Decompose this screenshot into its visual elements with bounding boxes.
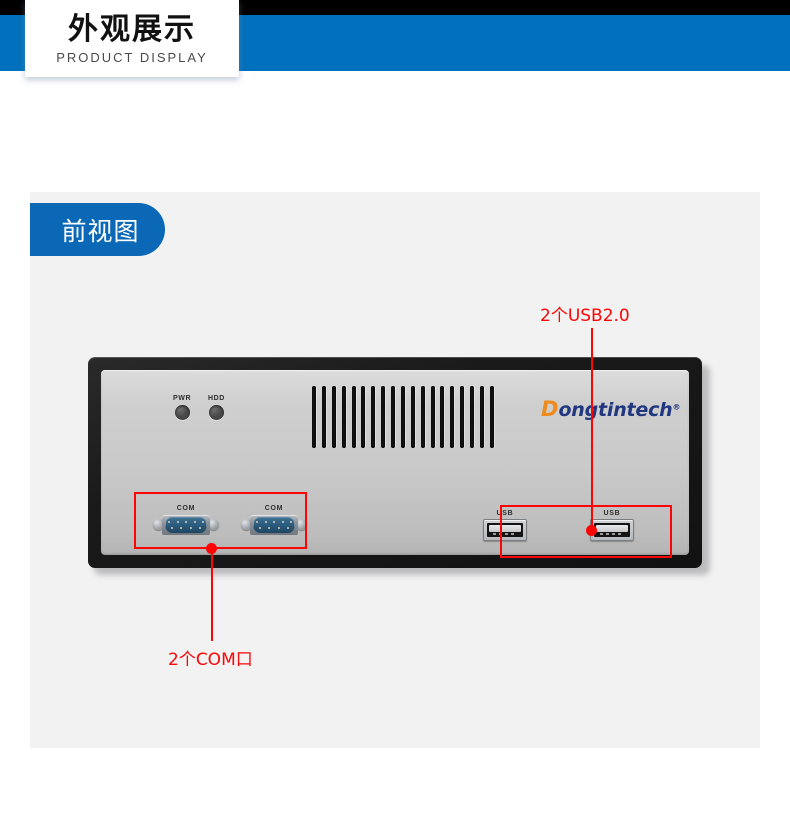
- db9-pin: [180, 527, 183, 529]
- db9-pin: [290, 521, 292, 523]
- vent-slot: [410, 386, 415, 448]
- led-dot-pwr-icon: [174, 405, 190, 420]
- usb-annotation-label: 2个USB2.0: [540, 306, 630, 326]
- db9-connector-icon: [241, 514, 307, 536]
- vent-slot: [400, 386, 405, 448]
- db9-pin-row-top: [168, 521, 204, 523]
- vent-slot: [430, 386, 435, 448]
- brand-logo-initial: D: [541, 397, 559, 421]
- vent-slot: [479, 386, 484, 448]
- usb-type-a-icon: [483, 519, 527, 541]
- db9-pin: [264, 521, 267, 523]
- usb-callout-dot: [586, 525, 597, 536]
- db9-screw-right: [296, 519, 307, 530]
- db9-pin: [176, 521, 179, 523]
- db9-pin-row-top: [256, 521, 292, 523]
- vent-slot: [470, 386, 474, 448]
- db9-pin: [286, 527, 289, 529]
- com-callout-line: [211, 549, 213, 641]
- led-indicator-pwr: PWR: [173, 395, 191, 420]
- vent-slot: [450, 386, 455, 448]
- db9-pin: [202, 521, 204, 523]
- db9-pin: [256, 521, 258, 523]
- vent-slot: [420, 386, 425, 448]
- db9-pin-row-bottom: [171, 527, 201, 529]
- db9-screw-left: [241, 519, 252, 530]
- ventilation-grille: [312, 386, 494, 448]
- db9-body: [165, 517, 207, 533]
- registered-trademark-icon: ®: [672, 402, 681, 412]
- db9-pin: [168, 521, 170, 523]
- db9-pin: [189, 527, 192, 529]
- usb-port-2-label: USB: [603, 510, 621, 517]
- header-banner: 外观展示 PRODUCT DISPLAY: [0, 0, 790, 80]
- usb-port-2: USB: [590, 510, 634, 541]
- usb-cavity: [594, 523, 630, 537]
- usb-contacts: [600, 533, 624, 535]
- usb-contacts: [493, 533, 517, 535]
- product-display-panel: 前视图 PWR HDD: [30, 192, 760, 748]
- db9-screw-left: [153, 519, 164, 530]
- led-label-hdd: HDD: [208, 395, 225, 402]
- usb-ports-highlight-box: [500, 505, 672, 558]
- vent-slot: [391, 386, 395, 448]
- led-label-pwr: PWR: [173, 395, 192, 402]
- vent-slot: [331, 386, 336, 448]
- com-port-2: COM: [241, 505, 307, 536]
- section-tag-label: 前视图: [61, 216, 140, 246]
- header-title-chinese: 外观展示: [68, 12, 196, 48]
- db9-pin: [277, 527, 280, 529]
- com-port-1: COM: [153, 505, 219, 536]
- usb-type-a-icon: [590, 519, 634, 541]
- db9-pin: [259, 527, 261, 529]
- db9-pin: [268, 527, 271, 529]
- usb-cavity: [487, 523, 523, 537]
- db9-pin: [198, 527, 201, 529]
- header-title-english: PRODUCT DISPLAY: [56, 49, 208, 65]
- com-annotation-label: 2个COM口: [168, 650, 253, 670]
- vent-slot: [351, 386, 356, 448]
- header-title-card: 外观展示 PRODUCT DISPLAY: [25, 0, 239, 77]
- com-ports-highlight-box: [134, 492, 307, 549]
- com-port-1-label: COM: [176, 505, 196, 512]
- db9-screw-right: [208, 519, 219, 530]
- vent-slot: [440, 386, 445, 448]
- db9-pin: [281, 521, 284, 523]
- vent-slot: [371, 386, 376, 448]
- usb-port-1: USB: [483, 510, 527, 541]
- vent-slot: [312, 386, 316, 448]
- led-dot-hdd-icon: [208, 405, 224, 420]
- vent-slot: [381, 386, 386, 448]
- db9-pin: [193, 521, 196, 523]
- led-indicator-hdd: HDD: [208, 395, 225, 420]
- db9-connector-icon: [153, 514, 219, 536]
- brand-logo: Dongtintech®: [541, 397, 681, 421]
- vent-slot: [489, 386, 494, 448]
- db9-body: [253, 517, 295, 533]
- db9-pin-row-bottom: [259, 527, 289, 529]
- vent-slot: [321, 386, 326, 448]
- db9-pin: [171, 527, 173, 529]
- usb-tongue: [489, 525, 521, 532]
- vent-slot: [341, 386, 346, 448]
- com-callout-dot: [206, 543, 217, 554]
- usb-port-1-label: USB: [496, 510, 514, 517]
- section-tag-front-view: 前视图: [30, 203, 165, 256]
- vent-slot: [460, 386, 465, 448]
- usb-callout-line: [591, 328, 593, 531]
- db9-pin: [185, 521, 187, 523]
- db9-pin: [273, 521, 275, 523]
- brand-logo-wordmark: ongtintech: [558, 399, 673, 421]
- vent-slot: [361, 386, 366, 448]
- com-port-2-label: COM: [264, 505, 284, 512]
- usb-tongue: [596, 525, 628, 532]
